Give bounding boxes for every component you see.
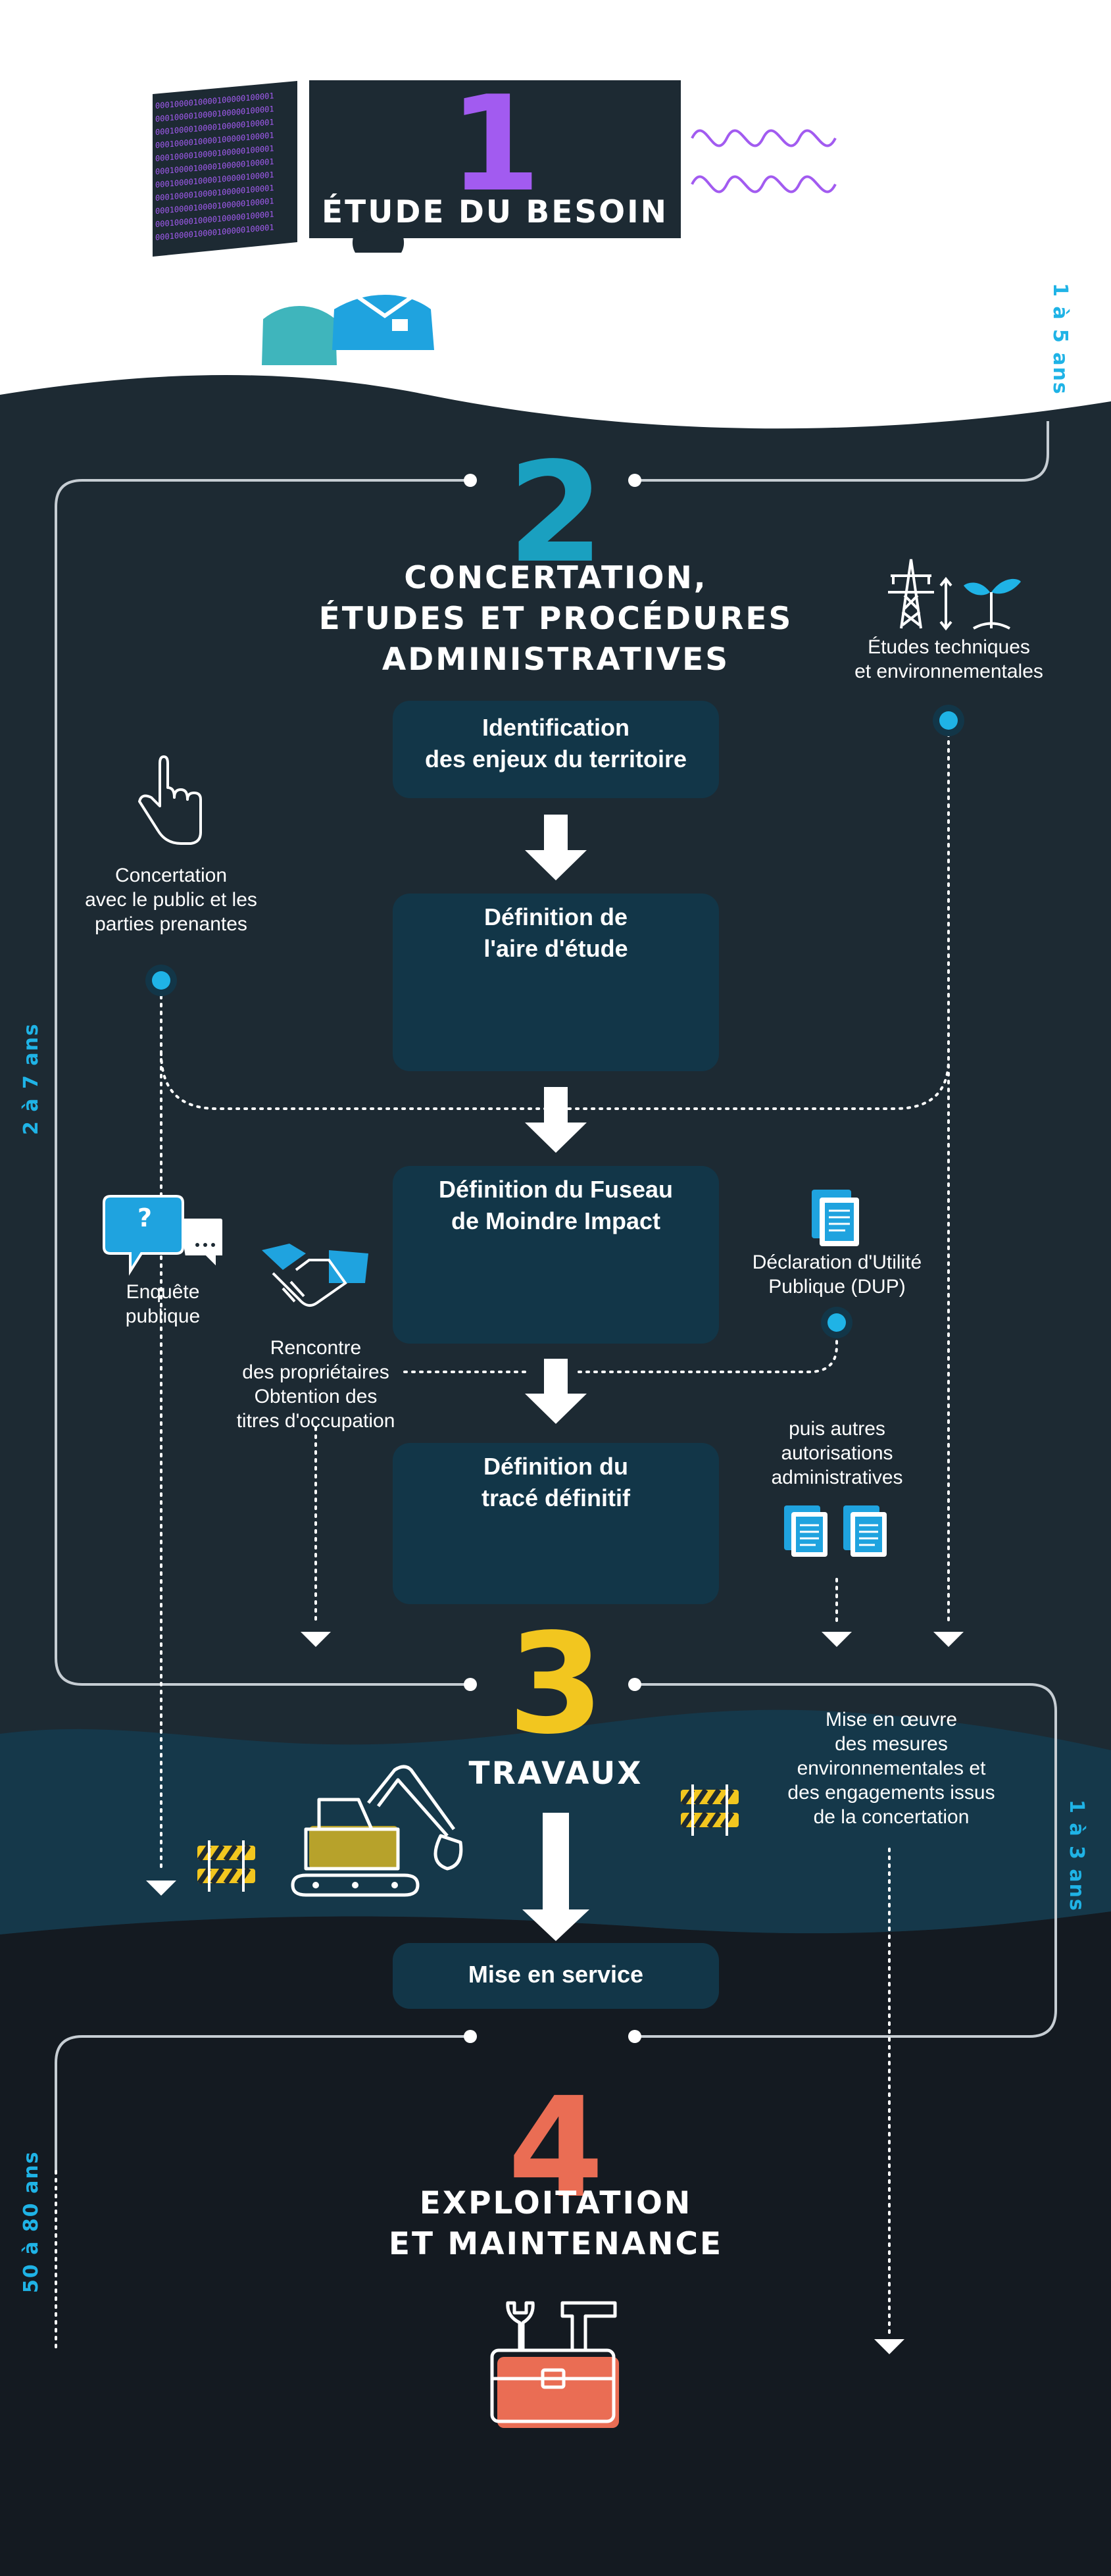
hand-pointer-icon [138, 755, 202, 845]
duration-phase-4: 50 à 80 ans [20, 2150, 43, 2293]
dark-bottom [0, 1911, 1111, 2576]
duration-phase-3: 1 à 3 ans [1065, 1800, 1088, 1912]
speech-bubbles-icon [103, 1195, 225, 1276]
document-icon [812, 1190, 859, 1246]
step-box-trace [393, 1443, 719, 1604]
phase-title-4: EXPLOITATION ET MAINTENANCE [388, 2185, 724, 2262]
binary-screen-icon [153, 81, 297, 257]
phase-title-3: TRAVAUX [468, 1755, 643, 1792]
sprout-icon [964, 578, 1021, 630]
step-mise-en-service-label: Mise en service [468, 1961, 644, 1988]
excavator-icon [291, 1765, 463, 1897]
barrier-icon [197, 1840, 255, 1892]
step-box-mise-en-service [393, 1943, 719, 2009]
pylon-icon [888, 559, 952, 631]
barrier-icon [680, 1784, 739, 1836]
step-box-aire-etude [393, 894, 719, 1071]
step-box-fuseau [393, 1166, 719, 1344]
documents-icon [784, 1505, 887, 1557]
phase-number-1: 1 [449, 68, 541, 221]
phase-number-2: 2 [507, 432, 605, 593]
wave-icon [691, 129, 837, 193]
people-icon [262, 229, 434, 365]
phase-title-1: ÉTUDE DU BESOIN [322, 194, 668, 230]
duration-phase-2: 2 à 7 ans [20, 1023, 43, 1135]
handshake-icon [262, 1244, 368, 1307]
step-box-identification [393, 701, 719, 798]
phase-number-4: 4 [507, 2067, 605, 2229]
question-mark: ? [137, 1203, 153, 1232]
phase-title-2: CONCERTATION, ÉTUDES ET PROCÉDURES ADMIN… [318, 560, 793, 678]
phase-number-3: 3 [507, 1604, 605, 1765]
toolbox-icon [490, 2301, 619, 2428]
title-panel-1 [309, 80, 681, 238]
duration-phase-1: 1 à 5 ans [1049, 283, 1072, 395]
